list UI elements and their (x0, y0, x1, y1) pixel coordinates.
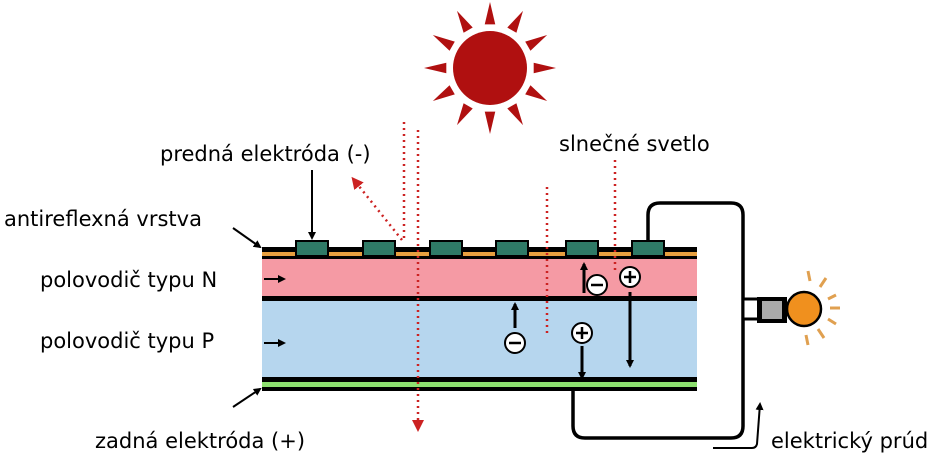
top-line (262, 247, 697, 252)
label-current: elektrický prúd (771, 429, 929, 453)
front-electrode-finger (362, 240, 396, 257)
front-electrodes (295, 240, 665, 257)
sun-ray (533, 62, 556, 74)
back-line (262, 377, 697, 382)
sun-ray (507, 103, 523, 126)
sun-ray (507, 10, 523, 33)
front-electrode-finger (429, 240, 463, 257)
hole-icon (619, 266, 641, 288)
label-front-electrode: predná elektróda (-) (160, 142, 371, 166)
back-line-2 (262, 387, 697, 391)
sun-ray (484, 2, 496, 25)
sun-ray (457, 10, 473, 33)
label-back-electrode: zadná elektróda (+) (95, 429, 306, 453)
sun-icon (424, 2, 556, 134)
sun-ray (432, 85, 455, 101)
electron-icon (586, 274, 608, 296)
antireflective-layer (262, 252, 697, 256)
antireflective-pointer (232, 227, 262, 249)
light-bulb-icon (741, 270, 840, 346)
sun-ray (424, 62, 447, 74)
pn-junction (262, 296, 697, 301)
front-electrode-finger (631, 240, 665, 257)
reflected-ray-out (351, 176, 403, 241)
current-arrow (713, 402, 764, 449)
sun-disc (453, 31, 527, 105)
electron-icon (504, 332, 526, 354)
label-sunlight: slnečné svetlo (559, 132, 710, 156)
label-antireflective-layer: antireflexná vrstva (4, 207, 202, 231)
sun-ray (457, 103, 473, 126)
sun-ray (525, 85, 548, 101)
label-p-type: polovodič typu P (40, 329, 215, 353)
front-electrode-finger (565, 240, 599, 257)
sun-ray (484, 111, 496, 134)
sun-ray (432, 35, 455, 51)
back-electrode-pointer (232, 387, 262, 408)
back-electrode-layer (262, 382, 697, 387)
front-electrode-finger (295, 240, 329, 257)
sun-ray (525, 35, 548, 51)
top-line-2 (262, 256, 697, 259)
sunlight-rays (351, 122, 617, 432)
p-type-layer (262, 301, 697, 377)
hole-icon (571, 322, 593, 344)
label-n-type: polovodič typu N (40, 268, 218, 292)
solar-cell (262, 240, 697, 391)
front-electrode-finger (495, 240, 529, 257)
